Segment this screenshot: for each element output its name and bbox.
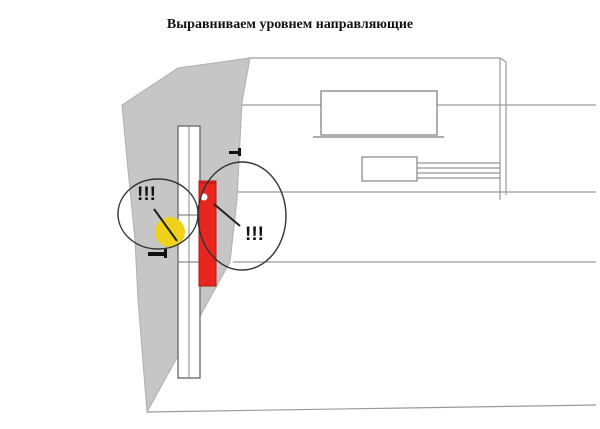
drawer-box bbox=[313, 90, 444, 138]
spirit-level bbox=[198, 180, 217, 287]
tick-markers bbox=[148, 148, 241, 258]
callout-right: !!! bbox=[197, 161, 287, 271]
diagram-title: Выравниваем уровнем направляющие bbox=[166, 17, 414, 32]
callout-right-label: !!! bbox=[245, 224, 264, 245]
side-rail bbox=[361, 156, 500, 182]
guide-rail bbox=[177, 125, 201, 379]
callout-left-label: !!! bbox=[137, 184, 156, 205]
